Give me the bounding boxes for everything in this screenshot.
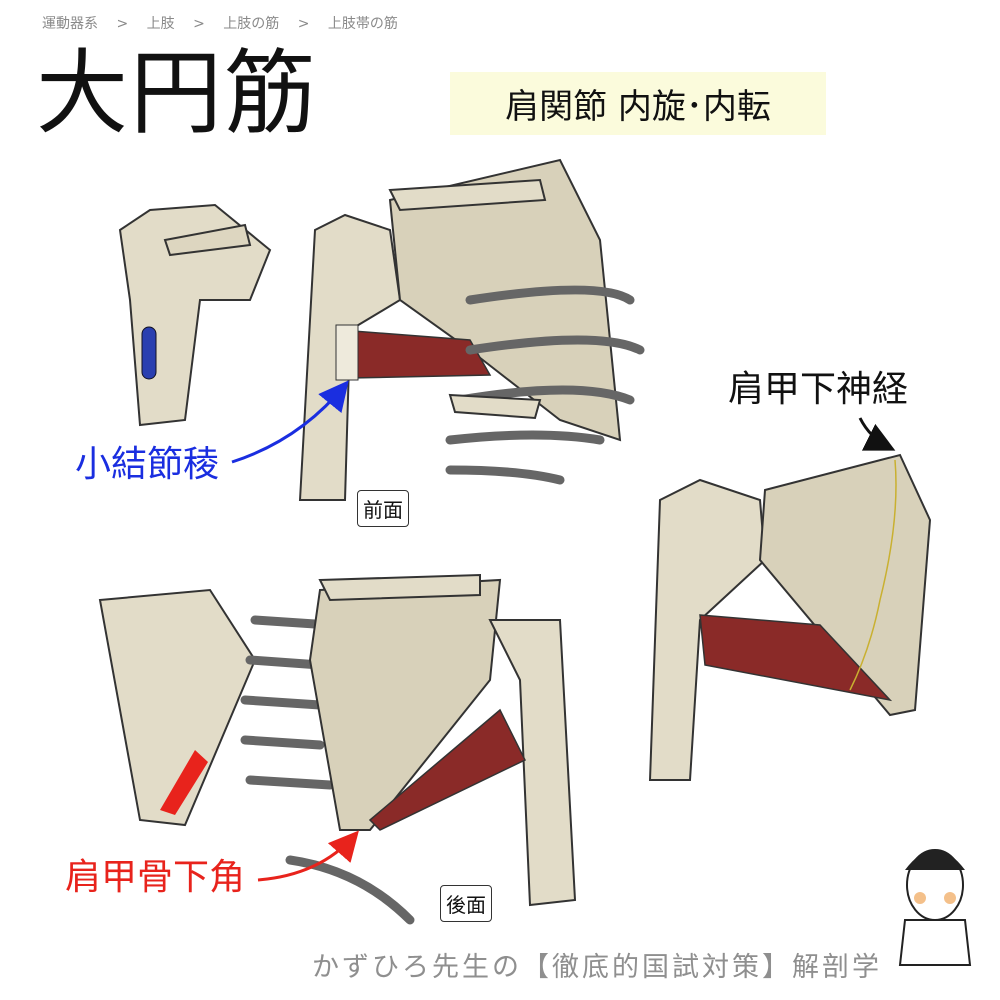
breadcrumb-separator: >: [297, 16, 310, 32]
teres-major-muscle-posterior: [368, 708, 527, 831]
breadcrumb-separator: >: [193, 16, 205, 32]
footer-credit: かずひろ先生の【徹底的国試対策】解剖学: [312, 952, 882, 983]
inferior-angle-mark: [160, 750, 208, 815]
shoulder-posterior-view: [240, 573, 577, 925]
breadcrumb-item-upper-limb-muscles[interactable]: 上肢の筋: [223, 16, 280, 32]
breadcrumb-item-shoulder-girdle-muscles[interactable]: 上肢帯の筋: [327, 16, 398, 32]
humerus-anterior-detail: [118, 203, 272, 427]
muscle-action-box: 肩関節 内旋･内転: [450, 72, 826, 135]
anterior-view-tag: 前面: [357, 490, 409, 527]
nerve-label: 肩甲下神経: [728, 369, 909, 410]
origin-label: 肩甲骨下角: [65, 857, 246, 898]
page-title: 大円筋: [36, 40, 319, 147]
breadcrumb-item-locomotor[interactable]: 運動器系: [42, 16, 98, 32]
breadcrumb-separator: >: [116, 16, 129, 32]
teres-major-muscle-lateral: [699, 614, 893, 702]
subscapular-nerve: [849, 459, 897, 691]
breadcrumb-item-upper-limb[interactable]: 上肢: [146, 16, 175, 32]
origin-arrow: [257, 830, 359, 882]
insertion-arrow: [231, 380, 349, 464]
lesser-tubercle-crest-mark: [141, 326, 157, 380]
posterior-view-tag: 後面: [440, 885, 492, 922]
breadcrumb: 運動器系 > 上肢 > 上肢の筋 > 上肢帯の筋: [42, 13, 412, 33]
scapula-posterior-detail: [98, 588, 257, 827]
insertion-label: 小結節稜: [75, 444, 220, 485]
shoulder-lateral-view: [648, 453, 932, 781]
shoulder-anterior-view: [298, 158, 645, 501]
nerve-arrow: [858, 417, 896, 451]
author-caricature: [898, 849, 972, 966]
